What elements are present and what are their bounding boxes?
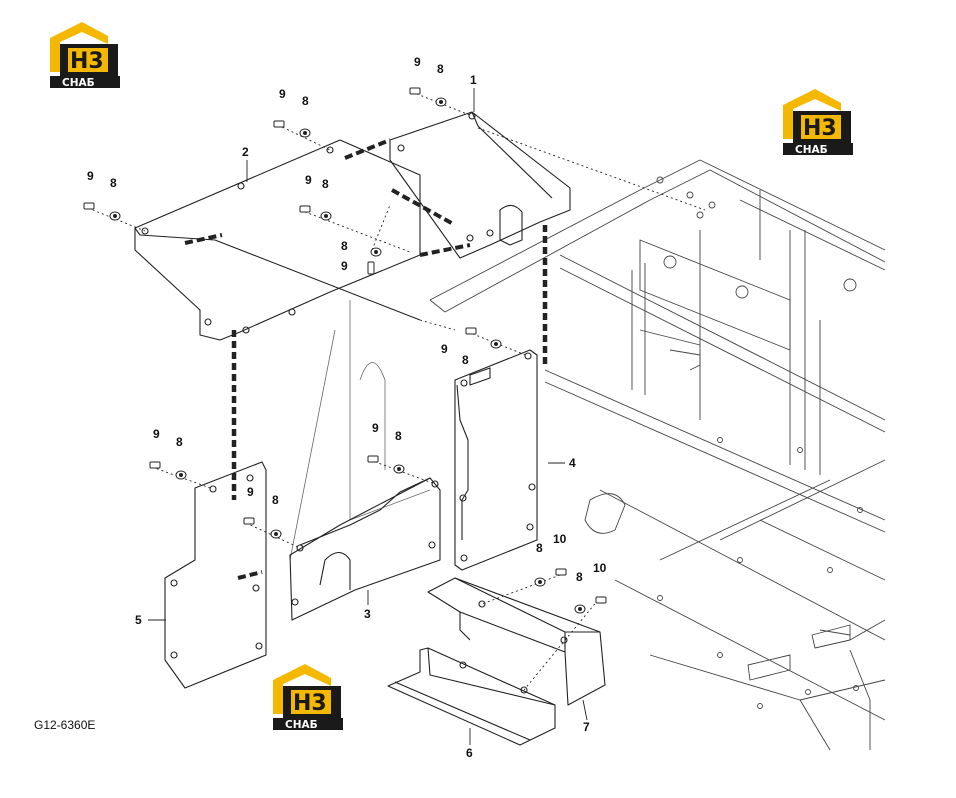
callout-part-5: 5 — [135, 613, 142, 627]
callout-bolt: 9 — [414, 55, 421, 69]
callout-part-3: 3 — [364, 607, 371, 621]
brand-logo: H3 СНАБ — [783, 89, 853, 155]
washer-icon — [299, 128, 311, 138]
logo-mark: H3 — [803, 116, 837, 141]
washer-icon — [270, 529, 282, 539]
callout-bolt: 9 — [87, 169, 94, 183]
callout-washer: 8 — [395, 429, 402, 443]
bolt-icon — [465, 327, 477, 335]
leader-lines — [148, 88, 588, 745]
logo-mark: H3 — [293, 691, 327, 716]
callout-bolt: 9 — [305, 173, 312, 187]
callout-labels: 1 2 3 4 5 6 7 9 8 9 8 9 8 9 8 8 9 9 8 9 … — [87, 55, 607, 760]
callout-washer: 8 — [462, 353, 469, 367]
callout-part-7: 7 — [583, 720, 590, 734]
part-1-hidden-edge-3 — [419, 243, 471, 257]
callout-part-1: 1 — [470, 73, 477, 87]
washer-icon — [175, 470, 187, 480]
callout-part-2: 2 — [242, 145, 249, 159]
callout-bolt: 9 — [279, 87, 286, 101]
logo-word: СНАБ — [62, 77, 95, 88]
callout-part-6: 6 — [466, 746, 473, 760]
machine-frame — [429, 159, 886, 751]
callout-washer: 8 — [302, 94, 309, 108]
logo-word: СНАБ — [285, 719, 318, 730]
callout-part-4: 4 — [569, 456, 576, 470]
washer-icon — [370, 247, 382, 257]
washer-icon — [435, 97, 447, 107]
bolt-icon — [299, 205, 311, 213]
brand-logo: H3 СНАБ — [50, 22, 120, 88]
logo-mark: H3 — [70, 49, 104, 74]
bolt-icon — [409, 87, 421, 95]
callout-washer: 8 — [322, 177, 329, 191]
bolt-icon — [243, 517, 255, 525]
figure-id: G12-6360E — [34, 718, 96, 732]
callout-bolt: 9 — [441, 342, 448, 356]
callout-bolt: 9 — [247, 485, 254, 499]
logo-word: СНАБ — [795, 144, 828, 155]
part-1-hidden-edge — [344, 138, 391, 160]
callout-washer: 8 — [341, 239, 348, 253]
part-1-bracket — [389, 111, 571, 259]
washer-icon — [490, 339, 502, 349]
callout-bolt: 10 — [553, 532, 567, 546]
brand-logo: H3 СНАБ — [273, 664, 343, 730]
callout-bolt: 10 — [593, 561, 607, 575]
callout-washer: 8 — [437, 62, 444, 76]
washer-icon — [534, 577, 546, 587]
bolt-icon — [367, 261, 375, 275]
callout-bolt: 9 — [372, 421, 379, 435]
bolt-icon — [273, 120, 285, 128]
part-4-panel — [454, 349, 538, 571]
part-2-bracket — [134, 139, 421, 341]
part-7-cover — [427, 577, 606, 706]
washer-icon — [393, 464, 405, 474]
bolt-icon — [83, 202, 95, 210]
bolt-icon — [555, 568, 567, 576]
bolt-icon — [595, 596, 607, 604]
part-5-hidden-edge — [237, 570, 263, 580]
washer-icon — [109, 211, 121, 221]
background-panel — [289, 300, 431, 561]
fastener-lines — [87, 91, 706, 691]
part-2-hidden-edge — [184, 233, 223, 245]
callout-bolt: 9 — [153, 427, 160, 441]
callout-washer: 8 — [576, 570, 583, 584]
part-1-hidden-edge-2 — [391, 188, 456, 227]
bolt-icon — [367, 455, 379, 463]
callout-washer: 8 — [536, 541, 543, 555]
washer-icon — [574, 604, 586, 614]
washer-icon — [320, 211, 332, 221]
part-6-channel — [387, 647, 556, 746]
bolt-icon — [149, 461, 161, 469]
fasteners — [83, 87, 607, 614]
callout-washer: 8 — [110, 176, 117, 190]
part-3-bracket — [289, 477, 441, 621]
callout-washer: 8 — [272, 493, 279, 507]
part-5-panel — [164, 461, 267, 689]
callout-washer: 8 — [176, 435, 183, 449]
callout-bolt: 9 — [341, 259, 348, 273]
